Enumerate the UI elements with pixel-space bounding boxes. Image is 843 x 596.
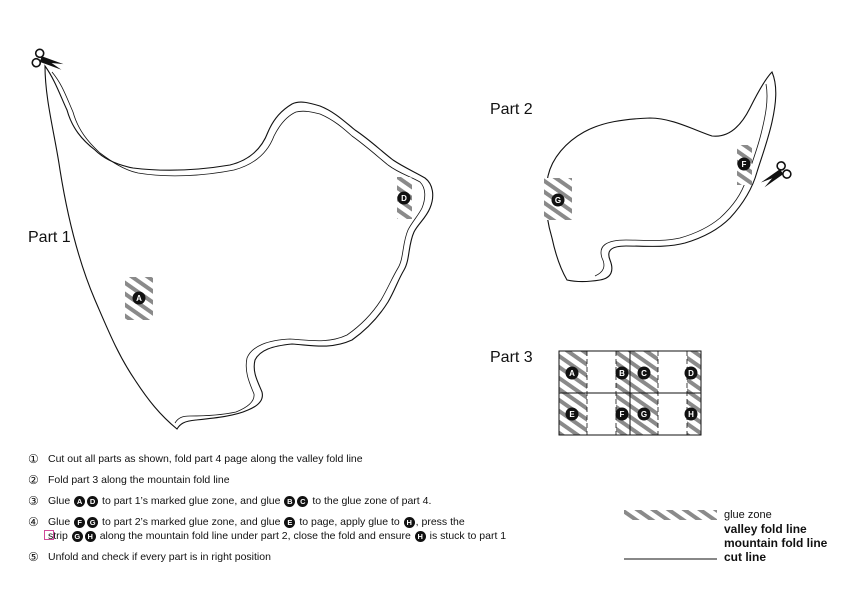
svg-text:F: F	[742, 160, 747, 169]
glue-badge-h: H	[84, 531, 96, 542]
part2-cut-outline	[545, 71, 777, 283]
step-text: along the mountain fold line under part …	[99, 530, 411, 542]
glue-badge-f: F	[74, 517, 86, 528]
step-number: ④	[28, 515, 39, 529]
step-text: Glue	[48, 495, 71, 507]
legend-valley-label: valley fold line	[724, 522, 807, 536]
glue-marker-g-part3: G	[637, 407, 651, 421]
glue-marker-g-part2: G	[551, 193, 565, 207]
anchor-marker-icon	[44, 530, 54, 540]
glue-marker-b-part3: B	[615, 366, 629, 380]
step-text: Cut out all parts as shown, fold part 4 …	[48, 453, 363, 465]
svg-text:D: D	[688, 369, 694, 378]
glue-marker-f-part3: F	[615, 407, 629, 421]
step-text: Glue	[48, 516, 71, 528]
glue-badge-e: E	[284, 517, 296, 528]
step-number: ①	[28, 452, 39, 466]
glue-badge-d: D	[87, 496, 99, 507]
part1-cut-outline	[44, 64, 434, 430]
step-text: Unfold and check if every part is in rig…	[48, 551, 271, 563]
part2-fold-outline	[594, 83, 768, 277]
step-text: to part 1’s marked glue zone, and glue	[102, 495, 281, 507]
glue-marker-a-part1: A	[132, 291, 146, 305]
step-text: to page, apply glue to	[299, 516, 400, 528]
glue-badge-h: H	[414, 531, 426, 542]
step-text: to the glue zone of part 4.	[312, 495, 432, 507]
step-number: ⑤	[28, 550, 39, 564]
glue-badge-g: G	[71, 531, 83, 542]
instruction-list: ① Cut out all parts as shown, fold part …	[28, 452, 608, 571]
svg-text:C: C	[641, 369, 647, 378]
instruction-step-1: ① Cut out all parts as shown, fold part …	[28, 452, 608, 466]
svg-text:G: G	[555, 196, 561, 205]
glue-marker-f-part2: F	[737, 157, 751, 171]
step-text: to part 2’s marked glue zone, and glue	[102, 516, 281, 528]
glue-marker-e-part3: E	[565, 407, 579, 421]
svg-text:A: A	[569, 369, 575, 378]
step-text: Fold part 3 along the mountain fold line	[48, 474, 230, 486]
legend-cut-label: cut line	[724, 550, 767, 564]
svg-text:A: A	[136, 294, 142, 303]
glue-marker-a-part3: A	[565, 366, 579, 380]
glue-badge-b: B	[284, 496, 296, 507]
glue-badge-h: H	[403, 517, 415, 528]
svg-text:G: G	[641, 410, 647, 419]
glue-badge-a: A	[74, 496, 86, 507]
svg-text:B: B	[619, 369, 625, 378]
glue-marker-c-part3: C	[637, 366, 651, 380]
legend-mountain-label: mountain fold line	[724, 536, 828, 550]
svg-text:D: D	[401, 194, 407, 203]
part1-label: Part 1	[28, 229, 71, 246]
step-text: , press the	[415, 516, 465, 528]
glue-marker-h-part3: H	[684, 407, 698, 421]
instruction-step-5: ⑤ Unfold and check if every part is in r…	[28, 550, 608, 564]
legend-glue-label: glue zone	[724, 509, 772, 521]
step-number: ②	[28, 473, 39, 487]
svg-text:F: F	[620, 410, 625, 419]
part3-grid	[558, 350, 702, 436]
instruction-step-2: ② Fold part 3 along the mountain fold li…	[28, 473, 608, 487]
step-text: is stuck to part 1	[429, 530, 507, 542]
step-number: ③	[28, 494, 39, 508]
svg-text:E: E	[569, 410, 575, 419]
glue-marker-d-part1: D	[397, 191, 411, 205]
part3-label: Part 3	[490, 349, 533, 366]
glue-badge-g: G	[87, 517, 99, 528]
glue-badge-c: C	[297, 496, 309, 507]
part1-fold-outline	[51, 71, 426, 424]
glue-marker-d-part3: D	[684, 366, 698, 380]
legend-glue-sample	[624, 510, 717, 520]
scissors-icon	[760, 161, 792, 188]
svg-text:H: H	[688, 410, 694, 419]
scissors-icon	[31, 48, 64, 70]
part2-label: Part 2	[490, 101, 533, 118]
